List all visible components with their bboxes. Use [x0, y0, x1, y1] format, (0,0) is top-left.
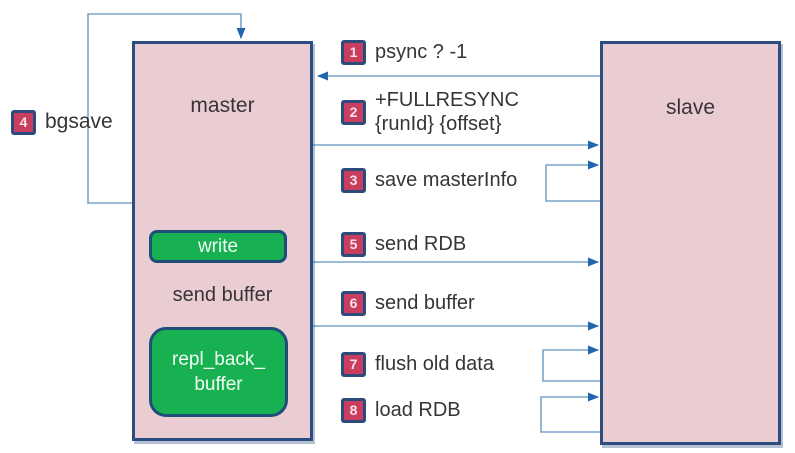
step-badge-6: 6: [341, 290, 366, 316]
message-label-flush-old-data: flush old data: [375, 353, 494, 375]
step-badge-5: 5: [341, 231, 366, 257]
slave-node: [600, 41, 781, 445]
step-badge-4: 4: [11, 109, 36, 135]
message-row-send-rdb: 5 send RDB: [341, 220, 466, 268]
arrow-flush-old-data-self-loop: [542, 345, 600, 382]
message-row-psync: 1 psync ? -1: [341, 28, 467, 76]
step-badge-2: 2: [341, 99, 366, 125]
arrow-bgsave-self-loop: [87, 13, 246, 204]
message-label-fullresync: +FULLRESYNC {runId} {offset}: [375, 89, 519, 135]
step-badge-7: 7: [341, 351, 366, 377]
message-row-save-masterinfo: 3 save masterInfo: [341, 156, 517, 204]
bgsave-step: 4 bgsave: [11, 98, 113, 146]
bgsave-label: bgsave: [45, 110, 113, 133]
repl-back-buffer-box: repl_back_ buffer: [149, 327, 288, 417]
write-box: write: [149, 230, 287, 263]
message-row-fullresync: 2 +FULLRESYNC {runId} {offset}: [341, 88, 519, 136]
message-label-psync: psync ? -1: [375, 41, 468, 63]
message-row-send-buffer: 6 send buffer: [341, 279, 475, 327]
step-badge-3: 3: [341, 167, 366, 193]
slave-node-label: slave: [665, 96, 716, 119]
message-row-load-rdb: 8 load RDB: [341, 386, 461, 434]
arrow-save-masterinfo-self-loop: [545, 160, 600, 202]
message-label-save-masterinfo: save masterInfo: [375, 169, 518, 191]
message-label-load-rdb: load RDB: [375, 399, 461, 421]
step-badge-1: 1: [341, 39, 366, 65]
message-row-flush-old-data: 7 flush old data: [341, 340, 494, 388]
message-label-send-rdb: send RDB: [375, 233, 467, 255]
master-node-label: master: [190, 94, 255, 117]
arrow-load-rdb-self-loop: [540, 392, 600, 433]
send-buffer-edge-label: send buffer: [172, 284, 273, 306]
step-badge-8: 8: [341, 397, 366, 423]
message-label-send-buffer: send buffer: [375, 292, 475, 314]
